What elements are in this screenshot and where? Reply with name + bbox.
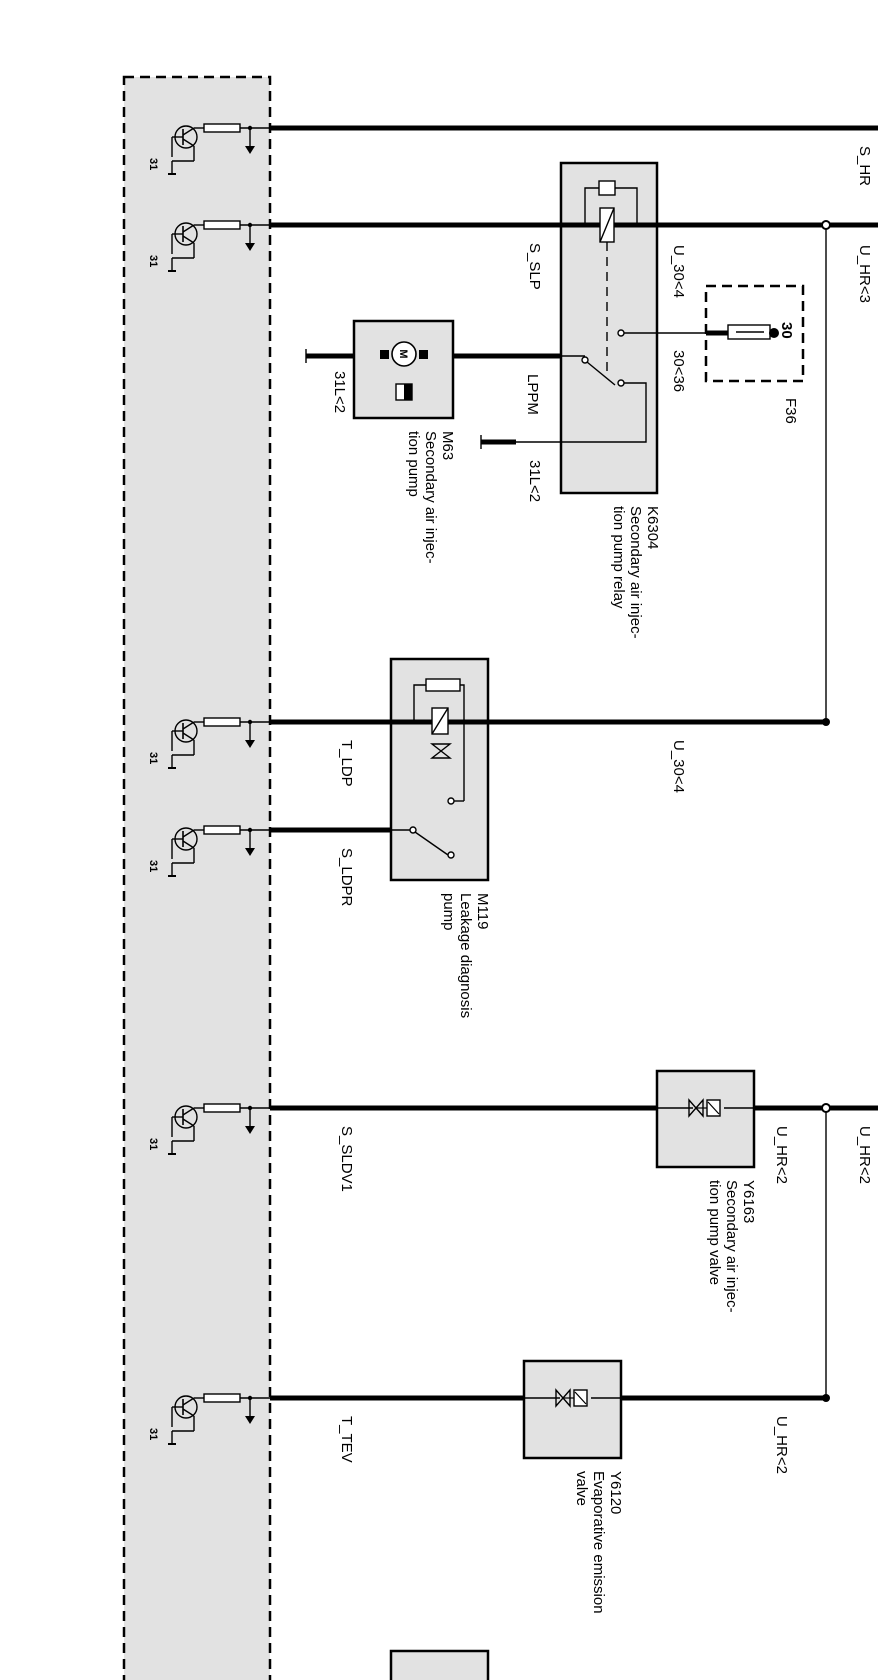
label-u-hr2-c: U_HR<2 <box>773 1416 790 1474</box>
label-30-36: 30<36 <box>670 350 687 392</box>
control-unit-box <box>124 77 270 1680</box>
label-s-hr: S_HR <box>856 146 873 186</box>
svg-text:valve: valve <box>573 1471 590 1506</box>
svg-text:Y6163: Y6163 <box>740 1180 757 1223</box>
label-lppm: LPPM <box>524 374 541 415</box>
node-u-hr2-c <box>822 1394 830 1402</box>
svg-text:31: 31 <box>147 255 159 267</box>
valve-y6163 <box>655 1069 756 1169</box>
svg-text:Evaporative emission: Evaporative emission <box>590 1471 607 1614</box>
lppm-ground <box>480 435 516 449</box>
caption-y6120: Y6120 Evaporative emission valve <box>573 1471 624 1614</box>
svg-text:31: 31 <box>147 1428 159 1440</box>
label-31l2-m63: 31L<2 <box>331 371 348 413</box>
label-t-tev: T_TEV <box>338 1416 355 1463</box>
svg-text:31: 31 <box>147 752 159 764</box>
fuse-f36: 30 <box>704 284 805 383</box>
node-u-hr2-a <box>821 1103 831 1113</box>
svg-text:31: 31 <box>147 860 159 872</box>
label-t-ldp: T_LDP <box>338 740 355 787</box>
svg-text:tion pump relay: tion pump relay <box>610 506 627 609</box>
label-31l2-lppm: 31L<2 <box>526 460 543 502</box>
svg-text:M119: M119 <box>474 893 491 929</box>
svg-text:Secondary air injec-: Secondary air injec- <box>627 506 644 639</box>
motor-m63: M <box>305 319 561 420</box>
svg-text:31: 31 <box>147 1138 159 1150</box>
control-unit-border <box>122 75 272 1680</box>
signal-labels: S_HR U_HR<3 S_SLP U_30<4 30<36 LPPM 31L<… <box>331 146 873 1474</box>
label-u-hr3: U_HR<3 <box>856 245 873 303</box>
valve-y6120 <box>522 1359 623 1460</box>
svg-text:K6304: K6304 <box>644 506 661 549</box>
svg-text:31: 31 <box>147 158 159 170</box>
node-u30-4 <box>822 718 830 726</box>
label-u30-4-mid: U_30<4 <box>670 740 687 793</box>
label-s-slp: S_SLP <box>526 243 543 290</box>
svg-text:Secondary air injec-: Secondary air injec- <box>422 431 439 564</box>
caption-m119: M119 Leakage diagnosis pump <box>440 893 491 1018</box>
svg-text:Secondary air injec-: Secondary air injec- <box>723 1180 740 1313</box>
svg-text:Leakage diagnosis: Leakage diagnosis <box>457 893 474 1018</box>
svg-text:M63: M63 <box>439 431 456 460</box>
svg-text:F36: F36 <box>782 398 799 424</box>
svg-text:tion pump valve: tion pump valve <box>706 1180 723 1285</box>
label-u-hr2-a: U_HR<2 <box>773 1126 790 1184</box>
relay-k6304 <box>453 161 706 495</box>
svg-text:30: 30 <box>778 322 795 339</box>
ground-labels: 31 31 31 31 31 31 <box>147 158 159 1440</box>
fuse-caption: F36 <box>782 398 799 424</box>
partial-component-box <box>389 1649 490 1680</box>
label-s-ldpr: S_LDPR <box>338 848 355 907</box>
caption-m63: M63 Secondary air injec- tion pump <box>405 431 456 564</box>
svg-text:pump: pump <box>440 893 457 931</box>
node-u-hr3 <box>821 220 831 230</box>
label-u-hr2-b: U_HR<2 <box>856 1126 873 1184</box>
svg-text:tion pump: tion pump <box>405 431 422 497</box>
caption-k6304: K6304 Secondary air injec- tion pump rel… <box>610 506 661 639</box>
caption-y6163: Y6163 Secondary air injec- tion pump val… <box>706 1180 757 1313</box>
label-s-sldv1: S_SLDV1 <box>338 1126 355 1192</box>
svg-text:M: M <box>397 349 409 358</box>
label-u30-4-top: U_30<4 <box>670 245 687 298</box>
pump-m119 <box>389 657 490 882</box>
svg-text:Y6120: Y6120 <box>607 1471 624 1514</box>
